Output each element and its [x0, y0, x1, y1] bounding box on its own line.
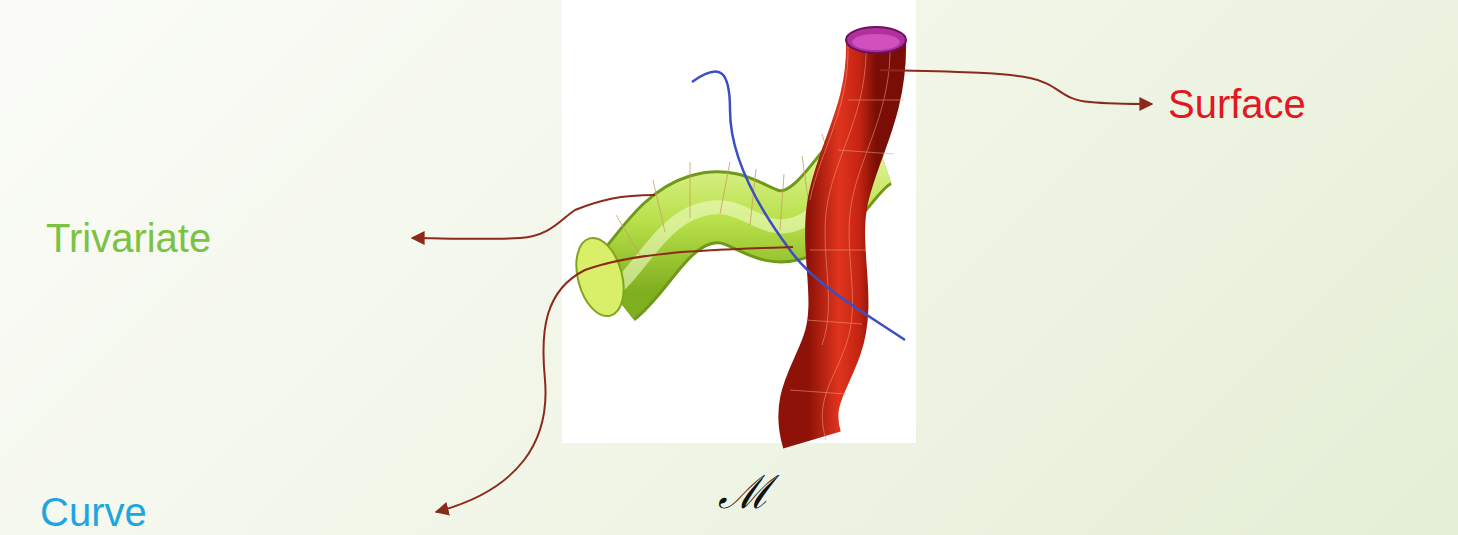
image-panel [562, 0, 916, 443]
trivariate-label: Trivariate [46, 218, 211, 258]
surface-label: Surface [1168, 84, 1306, 124]
curve-label: Curve [40, 492, 147, 532]
manifold-symbol: ℳ [718, 470, 771, 516]
curve-line [692, 71, 905, 340]
leader-line [880, 70, 1152, 104]
surface-tube [790, 27, 906, 440]
leader-line [412, 195, 655, 239]
